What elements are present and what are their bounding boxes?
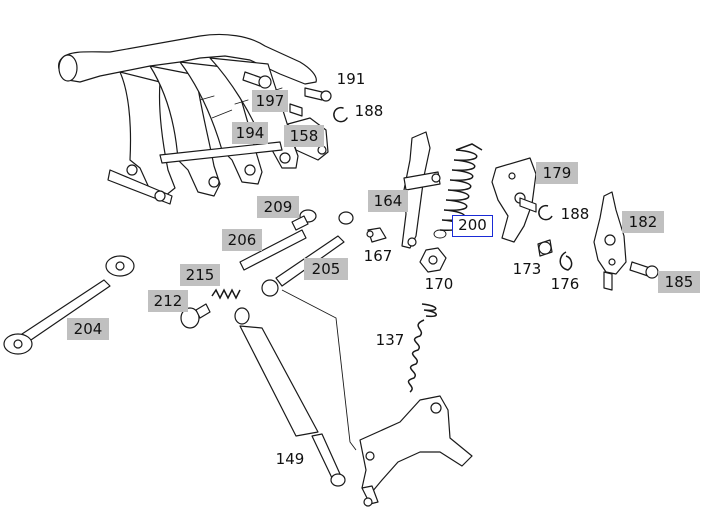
callout-212[interactable]: 212	[148, 290, 188, 312]
callout-167[interactable]: 167	[363, 247, 393, 265]
callout-173[interactable]: 173	[512, 260, 542, 278]
callout-158[interactable]: 158	[284, 125, 324, 147]
callout-204[interactable]: 204	[67, 318, 109, 340]
bolt-185	[629, 261, 659, 279]
callout-185[interactable]: 185	[658, 271, 700, 293]
callout-215[interactable]: 215	[180, 264, 220, 286]
manifold-bolt-191	[304, 87, 332, 102]
clip-176	[559, 251, 573, 271]
callout-200[interactable]: 200	[452, 215, 493, 237]
callout-191[interactable]: 191	[336, 70, 366, 88]
leader-lines	[211, 109, 357, 451]
lever-plate-179	[491, 157, 537, 243]
bushing-173	[537, 239, 553, 257]
callout-164[interactable]: 164	[368, 190, 408, 212]
callout-205[interactable]: 205	[304, 258, 348, 280]
callout-149[interactable]: 149	[275, 450, 305, 468]
rod-206	[239, 209, 317, 271]
link-rod-204	[3, 255, 135, 355]
callout-182[interactable]: 182	[622, 211, 664, 233]
callout-176[interactable]: 176	[550, 275, 580, 293]
callout-194[interactable]: 194	[232, 122, 268, 144]
bell-crank-lever	[359, 395, 473, 507]
callout-188-upper[interactable]: 188	[354, 102, 384, 120]
intake-manifold	[58, 33, 317, 205]
callout-209[interactable]: 209	[257, 196, 299, 218]
callout-179[interactable]: 179	[536, 162, 578, 184]
spring-137	[407, 303, 437, 393]
bolt-197	[242, 71, 272, 89]
nut-170	[419, 247, 447, 273]
callout-197[interactable]: 197	[252, 90, 288, 112]
callout-188-lower[interactable]: 188	[560, 205, 590, 223]
circlip-188-upper	[333, 106, 348, 123]
callout-137[interactable]: 137	[375, 331, 405, 349]
callout-170[interactable]: 170	[424, 275, 454, 293]
circlip-188-lower	[538, 204, 553, 221]
gas-strut-149	[234, 307, 346, 487]
callout-206[interactable]: 206	[222, 229, 262, 251]
bolt-167	[366, 227, 387, 243]
lever-164	[401, 131, 441, 249]
ball-socket-212	[180, 303, 211, 329]
bracket-182	[593, 191, 627, 291]
spring-215	[211, 288, 241, 300]
